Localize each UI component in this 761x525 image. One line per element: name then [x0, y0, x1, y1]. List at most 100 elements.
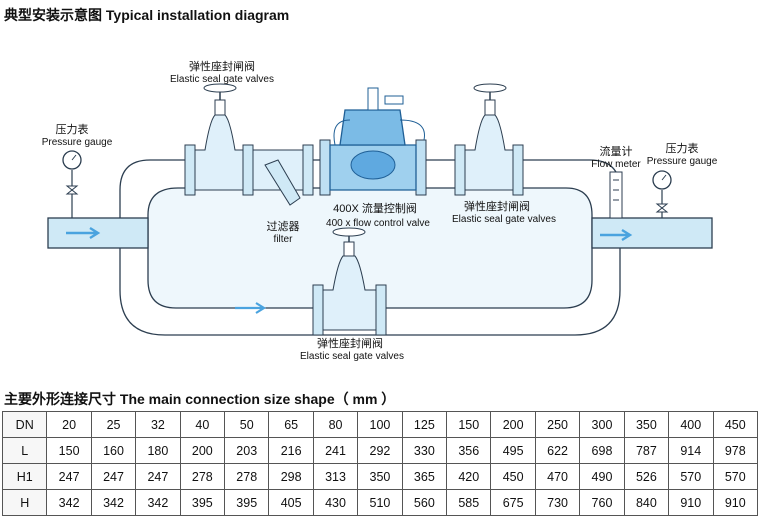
- outlet-pipe: [591, 217, 713, 249]
- table-cell: 180: [135, 437, 181, 464]
- table-cell: 150: [446, 411, 492, 438]
- table-cell: 80: [312, 411, 359, 438]
- table-cell: 495: [490, 437, 536, 464]
- table-cell: 490: [579, 463, 625, 490]
- control-valve-label-en: 400 x flow control valve: [326, 218, 430, 229]
- table-title: 主要外形连接尺寸 The main connection size shape（…: [4, 391, 396, 407]
- table-cell: 840: [623, 489, 670, 516]
- table-cell: 395: [179, 489, 226, 516]
- gauge-right-label-cn: 压力表: [666, 141, 699, 155]
- flow-control-valve: [319, 87, 427, 196]
- table-cell: 430: [312, 489, 359, 516]
- filter-label-en: filter: [274, 234, 294, 245]
- table-cell: 450: [490, 463, 536, 490]
- gate-top-label-cn: 弹性座封闸阀: [189, 59, 255, 73]
- flow-arrow-out: [600, 228, 633, 242]
- table-cell: 292: [357, 437, 403, 464]
- table-cell: 365: [401, 463, 448, 490]
- table-cell: 150: [46, 437, 92, 464]
- table-cell: 300: [579, 411, 625, 438]
- table-cell: 622: [534, 437, 581, 464]
- table-cell: 203: [224, 437, 270, 464]
- control-valve-label-cn: 400X 流量控制阀: [333, 201, 417, 215]
- table-cell: 298: [268, 463, 314, 490]
- table-cell: 278: [179, 463, 226, 490]
- table-cell: 241: [312, 437, 359, 464]
- table-cell: 698: [579, 437, 625, 464]
- gauge-left-label-cn: 压力表: [56, 122, 89, 136]
- table-cell: 247: [90, 463, 137, 490]
- table-cell: 216: [268, 437, 314, 464]
- table-cell: 160: [90, 437, 137, 464]
- gauge-valve-right-icon: [655, 203, 669, 213]
- table-cell: 200: [490, 411, 536, 438]
- table-cell: 526: [623, 463, 670, 490]
- table-cell: 760: [579, 489, 625, 516]
- pipe-loop: [119, 159, 621, 336]
- row-header-cell: DN: [1, 411, 48, 438]
- table-cell: 570: [712, 463, 758, 490]
- filter-label-cn: 过滤器: [267, 220, 300, 233]
- table-cell: 350: [623, 411, 670, 438]
- row-header-cell: H: [1, 489, 48, 516]
- y-strainer-filter: [252, 144, 314, 206]
- gate-valve-top-left: [184, 83, 254, 196]
- flow-arrow-bypass: [235, 302, 267, 314]
- gate-right-label-en: Elastic seal gate valves: [452, 214, 556, 225]
- table-cell: 675: [490, 489, 536, 516]
- flowmeter-label-cn: 流量计: [600, 144, 633, 158]
- gate-right-label-cn: 弹性座封闸阀: [464, 199, 530, 213]
- row-header-cell: L: [1, 437, 48, 464]
- table-cell: 356: [446, 437, 492, 464]
- table-cell: 247: [46, 463, 92, 490]
- table-cell: 278: [224, 463, 270, 490]
- table-cell: 910: [712, 489, 758, 516]
- table-cell: 20: [46, 411, 92, 438]
- flow-arrow-in: [66, 226, 101, 240]
- table-cell: 450: [712, 411, 758, 438]
- table-cell: 405: [268, 489, 314, 516]
- gate-bottom-label-cn: 弹性座封闸阀: [317, 336, 383, 350]
- gauge-valve-left-icon: [65, 185, 79, 195]
- table-cell: 470: [534, 463, 581, 490]
- table-cell: 570: [668, 463, 714, 490]
- table-cell: 40: [179, 411, 226, 438]
- table-cell: 342: [135, 489, 181, 516]
- diagram-title: 典型安装示意图 Typical installation diagram: [4, 7, 290, 23]
- table-cell: 313: [312, 463, 359, 490]
- table-cell: 330: [401, 437, 448, 464]
- table-cell: 510: [357, 489, 403, 516]
- table-cell: 32: [135, 411, 181, 438]
- gate-valve-top-right: [454, 83, 524, 196]
- table-cell: 250: [534, 411, 581, 438]
- gauge-right-label-en: Pressure gauge: [647, 156, 718, 167]
- pipe-loop-inner: [147, 187, 593, 309]
- table-cell: 247: [135, 463, 181, 490]
- gate-top-label-en: Elastic seal gate valves: [170, 74, 274, 85]
- table-cell: 400: [668, 411, 714, 438]
- table-cell: 342: [90, 489, 137, 516]
- table-cell: 50: [224, 411, 270, 438]
- table-cell: 787: [623, 437, 670, 464]
- table-cell: 125: [401, 411, 448, 438]
- table-cell: 350: [357, 463, 403, 490]
- table-cell: 420: [446, 463, 492, 490]
- row-header-cell: H1: [1, 463, 48, 490]
- table-cell: 585: [446, 489, 492, 516]
- table-cell: 100: [357, 411, 403, 438]
- flowmeter-label-en: Flow meter: [591, 159, 641, 170]
- installation-diagram: 弹性座封闸阀 Elastic seal gate valves 压力表 Pres…: [42, 59, 718, 362]
- table-cell: 65: [268, 411, 314, 438]
- table-cell: 200: [179, 437, 226, 464]
- flow-meter: [609, 171, 623, 219]
- table-cell: 910: [668, 489, 714, 516]
- table-cell: 914: [668, 437, 714, 464]
- gate-valve-bottom: [312, 227, 387, 336]
- table-cell: 978: [712, 437, 758, 464]
- table-cell: 25: [90, 411, 137, 438]
